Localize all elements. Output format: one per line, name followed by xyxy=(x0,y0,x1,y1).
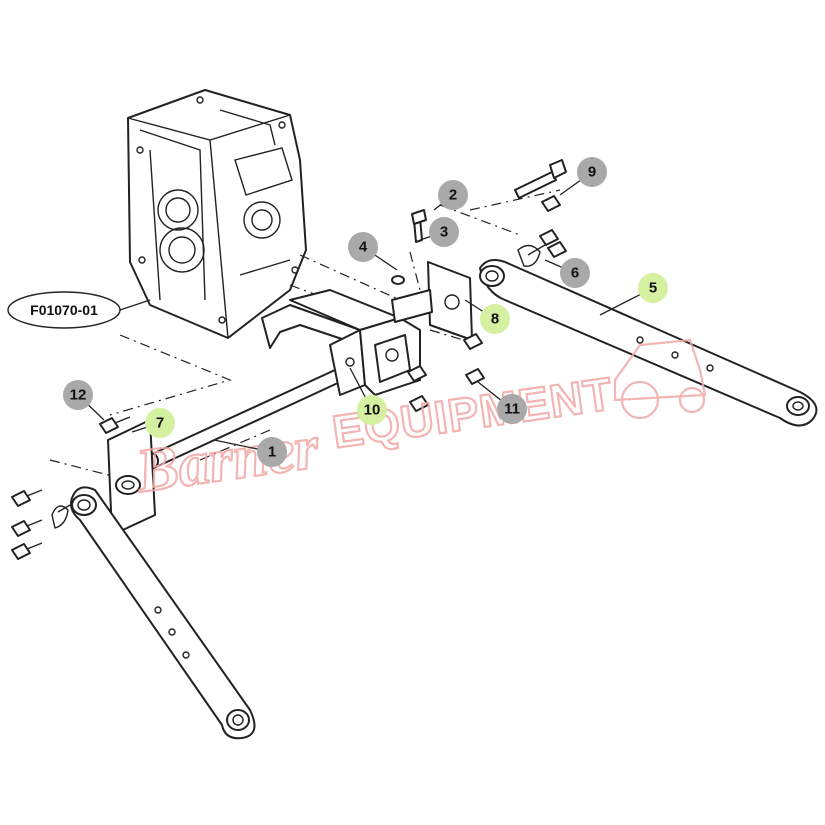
callout-number: 12 xyxy=(70,387,87,404)
tractor-icon xyxy=(613,338,707,420)
hex-bolt-group-left xyxy=(11,416,131,560)
hex-bolt-group-right xyxy=(407,195,567,412)
left-lower-link-arm xyxy=(70,486,256,740)
callout-3: 3 xyxy=(419,217,459,247)
callout-1: 1 xyxy=(213,437,287,467)
callout-12: 12 xyxy=(63,380,105,421)
callout-badge xyxy=(429,217,459,247)
callout-6: 6 xyxy=(544,258,590,288)
callout-badge xyxy=(577,157,607,187)
callout-8: 8 xyxy=(464,299,510,334)
callout-badge xyxy=(257,437,287,467)
transmission-housing xyxy=(127,89,307,339)
callout-number: 4 xyxy=(359,239,368,256)
callout-2: 2 xyxy=(433,180,468,211)
callout-5: 5 xyxy=(599,273,668,316)
callout-4: 4 xyxy=(348,232,398,271)
callout-badge xyxy=(438,180,468,210)
long-bolt xyxy=(514,159,567,199)
callout-number: 11 xyxy=(504,401,520,418)
right-lower-link-arm xyxy=(479,259,818,427)
figure-reference-label: F01070-01 xyxy=(7,291,151,329)
callout-10: 10 xyxy=(349,367,387,425)
right-bracket-plate xyxy=(391,261,473,341)
callout-badge xyxy=(63,380,93,410)
callout-number: 8 xyxy=(491,311,499,328)
linch-pin-right xyxy=(517,244,546,267)
callout-9: 9 xyxy=(559,157,607,196)
callout-badge xyxy=(357,395,387,425)
linch-pin-left xyxy=(51,504,71,529)
callout-badge xyxy=(638,273,668,303)
callout-badge xyxy=(560,258,590,288)
callout-number: 6 xyxy=(571,265,579,282)
pin-bolt xyxy=(411,209,427,243)
callout-badge xyxy=(480,304,510,334)
washer xyxy=(391,275,405,285)
left-bracket-plate xyxy=(107,419,156,536)
callout-badge xyxy=(497,394,527,424)
callout-11: 11 xyxy=(477,381,527,424)
callout-badge xyxy=(348,232,378,262)
callout-badge xyxy=(145,408,175,438)
callout-number: 9 xyxy=(588,164,596,181)
callout-number: 7 xyxy=(156,415,164,432)
callout-number: 2 xyxy=(449,187,457,204)
callout-number: 10 xyxy=(364,402,381,419)
figure-reference-text: F01070-01 xyxy=(30,302,98,318)
callout-number: 5 xyxy=(649,280,657,297)
callout-number: 1 xyxy=(268,444,276,461)
callout-7: 7 xyxy=(131,408,175,438)
callout-number: 3 xyxy=(440,224,448,241)
drawbar-frame xyxy=(261,289,421,396)
